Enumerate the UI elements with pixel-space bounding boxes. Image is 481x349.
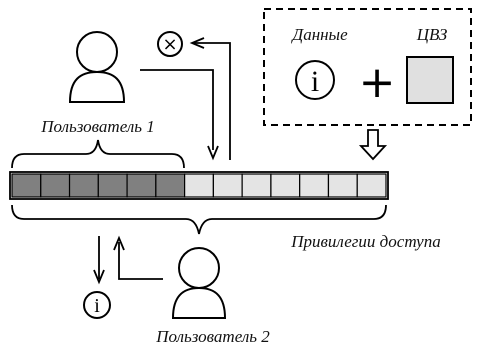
access-cell-restricted <box>97 173 128 198</box>
access-cell-open <box>241 173 272 198</box>
access-cell-open <box>327 173 358 198</box>
hollow-down-arrow-icon <box>358 129 388 161</box>
access-cell-open <box>356 173 387 198</box>
user-2-icon <box>171 247 227 319</box>
user-2-label: Пользователь 2 <box>155 327 270 346</box>
user-1-icon <box>68 31 126 103</box>
access-denied-icon: × <box>157 31 183 57</box>
user-1-label: Пользователь 1 <box>40 117 154 136</box>
access-cell-open <box>212 173 243 198</box>
access-cell-restricted <box>68 173 99 198</box>
access-cell-open <box>299 173 330 198</box>
svg-text:i: i <box>94 295 100 317</box>
access-cell-restricted <box>11 173 42 198</box>
access-brace <box>11 204 387 235</box>
access-bar <box>9 171 389 200</box>
data-info-icon: i <box>295 60 335 100</box>
access-granted-info-icon: i <box>83 291 111 319</box>
data-label: Данные <box>290 25 348 44</box>
access-cell-open <box>270 173 301 198</box>
plus-sign: + <box>359 57 396 108</box>
data-signature-box <box>263 8 472 126</box>
access-cell-restricted <box>155 173 186 198</box>
svg-text:i: i <box>311 65 319 98</box>
access-cell-open <box>184 173 214 198</box>
denied-return-arrow <box>194 42 231 160</box>
user-2-request-arrow <box>118 242 163 280</box>
access-cell-restricted <box>40 173 71 198</box>
access-cell-restricted <box>126 173 157 198</box>
access-label: Привилегии доступа <box>290 232 440 251</box>
signature-label: ЦВЗ <box>416 25 448 44</box>
user-1-request-arrow <box>140 69 214 150</box>
user-1-brace <box>11 139 185 169</box>
svg-text:×: × <box>162 34 177 55</box>
signature-square <box>406 56 454 104</box>
